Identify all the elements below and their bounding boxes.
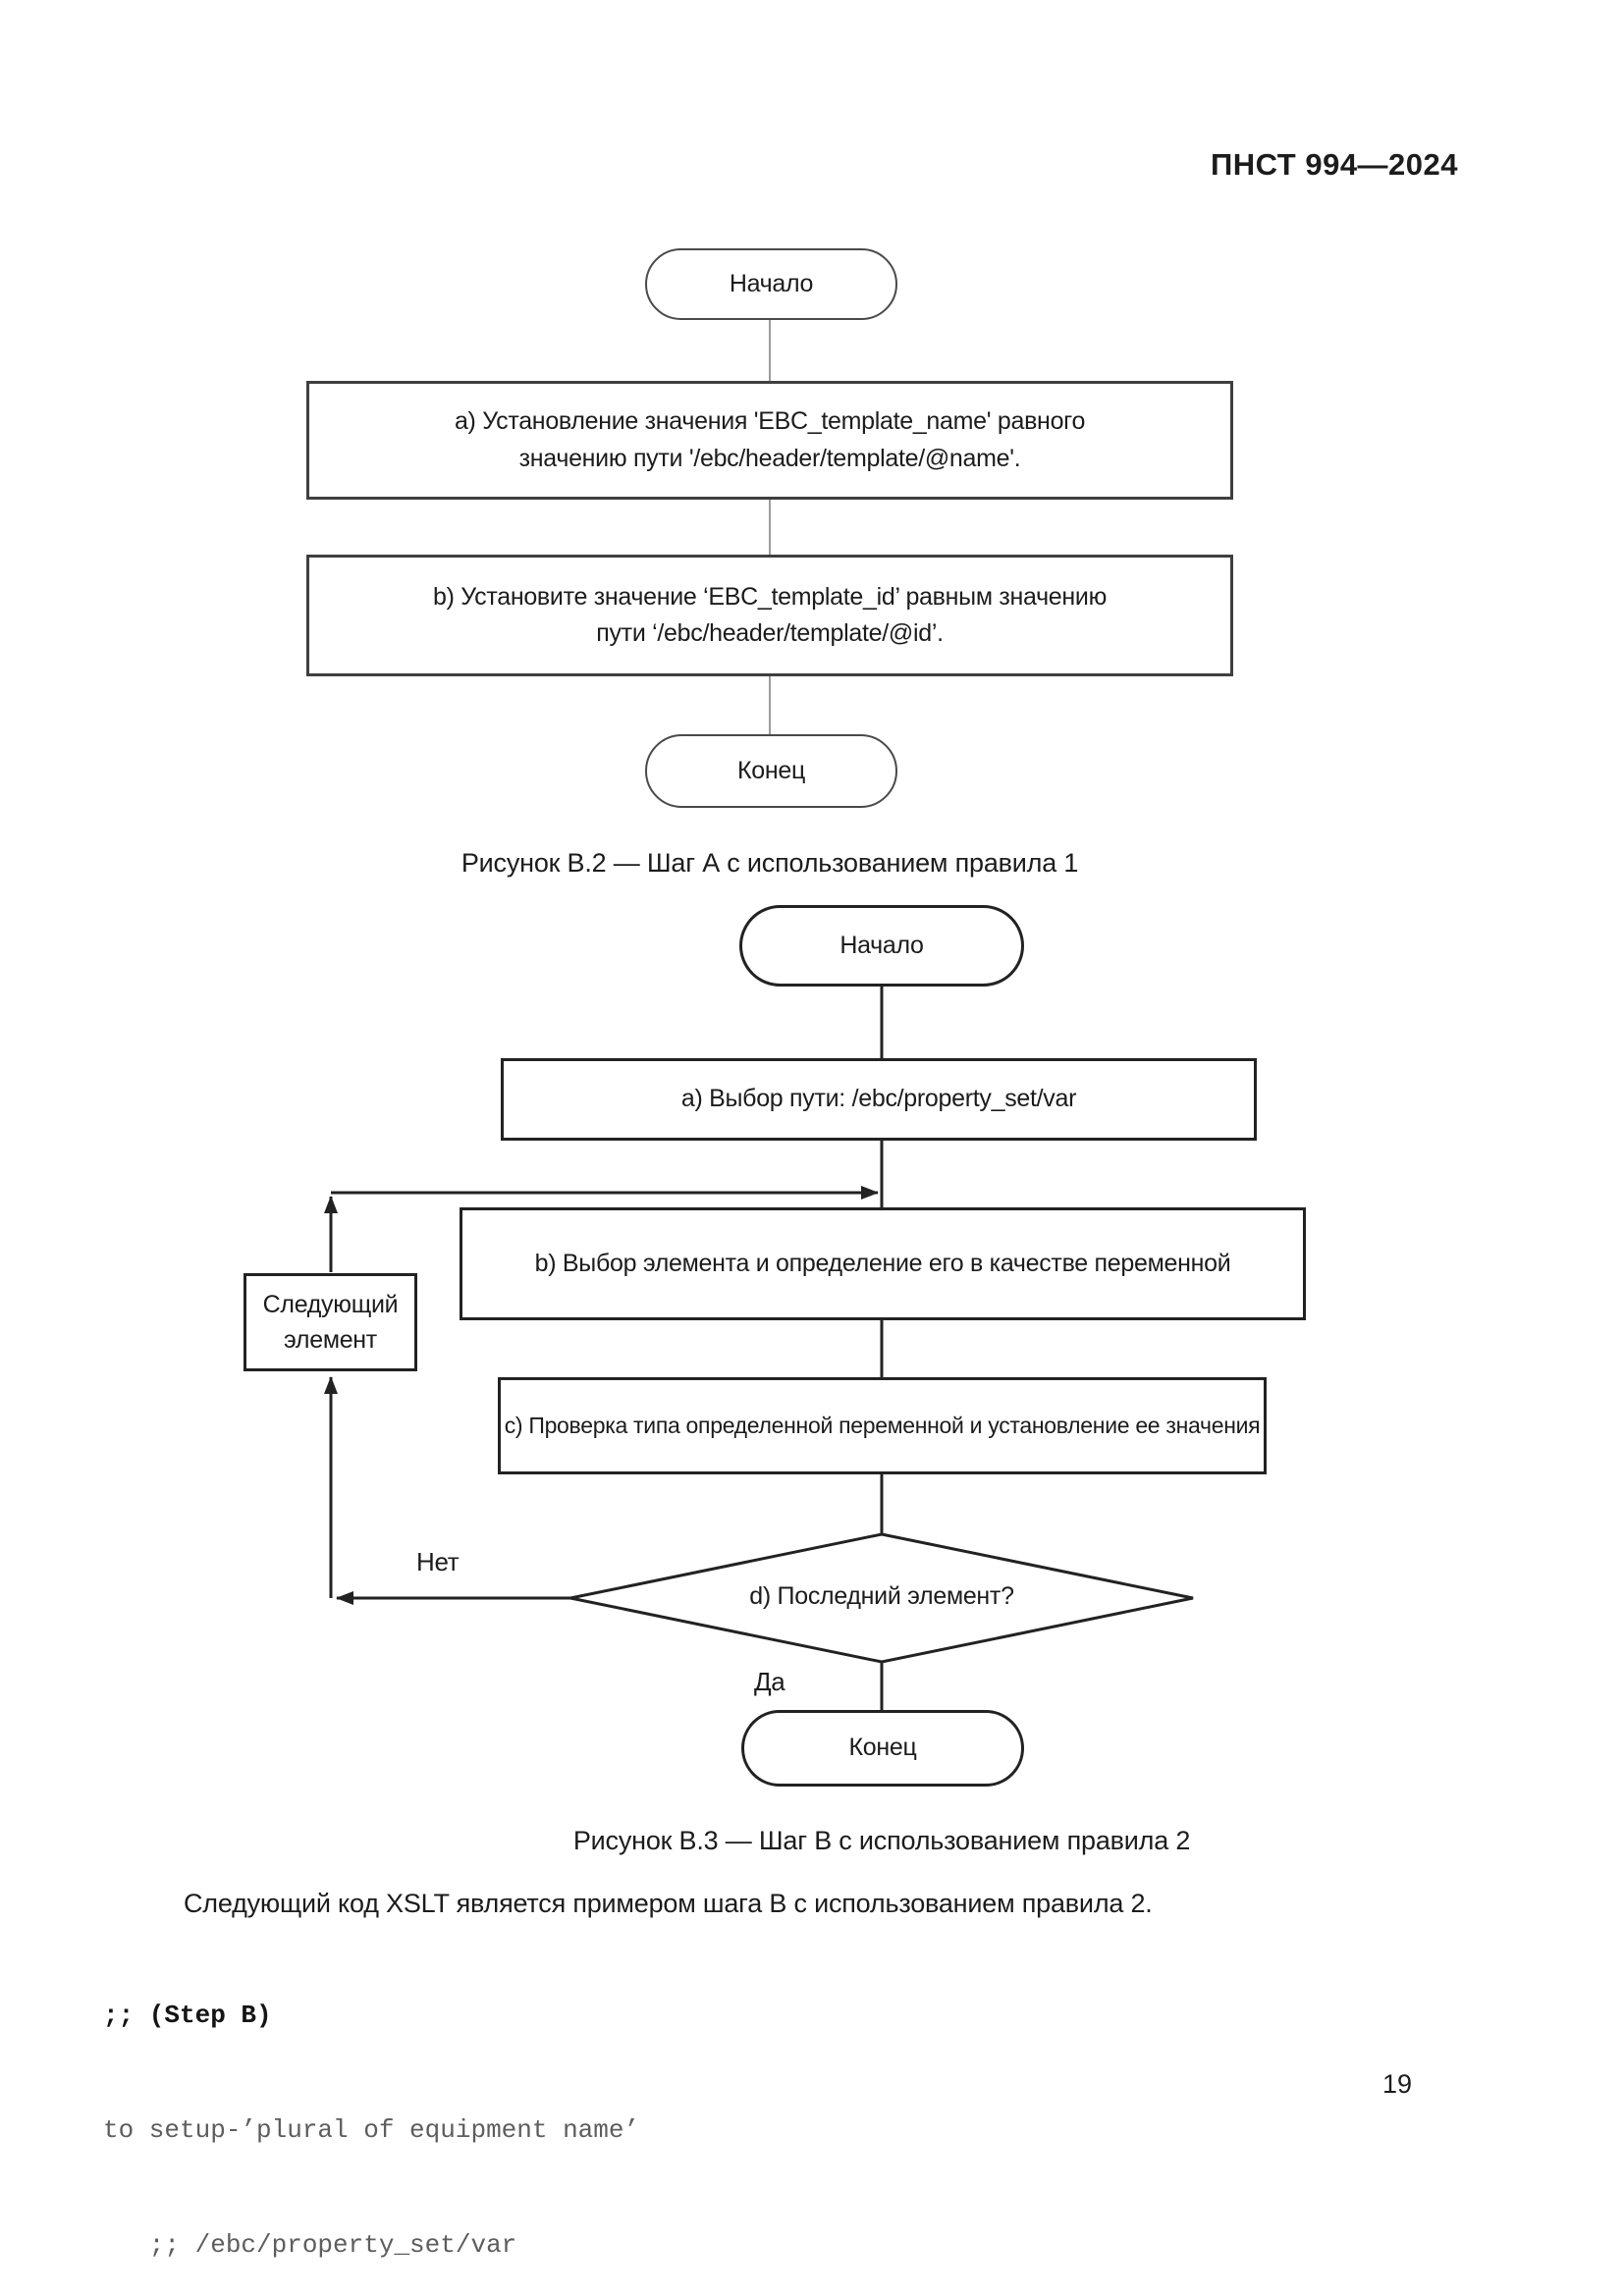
branch-label-no: Нет [416,1547,460,1576]
page-number: 19 [1382,2069,1413,2099]
code-line-setup: to setup-’plural of equipment name’ [103,2115,640,2145]
flow-end-terminal-b2: Конец [645,734,897,808]
flow-start-terminal-b3: Начало [739,905,1024,987]
flow-start-terminal-b2: Начало [645,248,897,320]
flow-end-terminal-b3: Конец [741,1710,1024,1787]
branch-label-yes: Да [754,1667,785,1696]
xslt-code-block: ;; (Step B) to setup-’plural of equipmen… [103,1920,1537,2296]
flow-process-step-b-b2: b) Установите значение ‘EBC_template_id’… [306,555,1233,676]
figure-b2-caption: Рисунок В.2 — Шаг А с использованием пра… [460,848,1079,878]
code-line-path-comment: ;; /ebc/property_set/var [103,2230,517,2260]
document-number-header: ПНСТ 994—2024 [1211,147,1459,182]
figure-b3-caption: Рисунок В.3 — Шаг В с использованием пра… [572,1826,1191,1855]
flow-process-step-a-b3: а) Выбор пути: /ebc/property_set/var [501,1058,1257,1141]
flow-process-step-a-b2: а) Установление значения 'EBC_template_n… [306,381,1233,500]
flow-process-step-c-b3: с) Проверка типа определенной переменной… [498,1377,1267,1474]
body-paragraph: Следующий код XSLT является примером шаг… [184,1889,1153,1918]
flow-next-element-box: Следующий элемент [244,1273,417,1371]
flow-decision-label: d) Последний элемент? [749,1582,1014,1610]
code-line-step-b: ;; (Step B) [103,2001,272,2030]
flow-process-step-b-b3: b) Выбор элемента и определение его в ка… [460,1207,1306,1320]
